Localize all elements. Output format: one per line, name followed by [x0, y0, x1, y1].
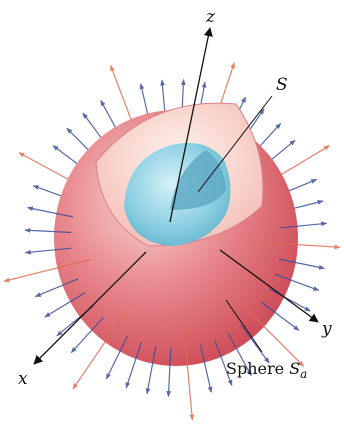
field-arrow-blue — [274, 273, 320, 291]
sphere-pointer — [225, 299, 263, 353]
y-axis-label: y — [321, 319, 332, 339]
field-arrow-blue — [260, 301, 300, 331]
sphere-label-prefix: Sphere — [226, 359, 289, 378]
field-arrow-blue — [145, 345, 157, 395]
field-arrow-blue — [227, 333, 252, 377]
field-arrow-blue — [240, 324, 270, 364]
field-arrow-blue — [199, 344, 213, 393]
y-axis — [219, 249, 319, 323]
sphere-label: Sphere Sa — [226, 359, 307, 381]
field-arrow-blue — [24, 247, 72, 255]
z-axis-label: z — [205, 7, 216, 27]
field-arrow-blue — [24, 227, 72, 234]
surface-s-label: S — [276, 75, 288, 95]
field-arrow-blue — [105, 335, 129, 380]
field-arrow-red — [183, 329, 195, 421]
field-arrow-blue — [26, 206, 74, 218]
field-arrow-red — [238, 301, 305, 367]
field-arrow-blue — [70, 317, 104, 354]
field-arrow-blue — [268, 288, 311, 312]
sphere-label-subscript: a — [300, 367, 307, 381]
field-arrow-red — [263, 242, 341, 250]
surface-s-pointer — [197, 95, 273, 193]
inner-surface-cut — [170, 150, 226, 210]
field-arrows-front — [3, 206, 341, 421]
field-arrow-blue — [34, 278, 79, 298]
field-arrow-blue — [214, 340, 233, 387]
field-arrow-blue — [125, 341, 142, 389]
field-arrow-red — [72, 312, 126, 390]
x-axis — [33, 251, 147, 365]
field-arrow-red — [3, 258, 91, 283]
field-arrow-blue — [44, 292, 86, 318]
x-axis-label: x — [18, 369, 28, 389]
field-arrow-blue — [166, 347, 172, 398]
field-arrow-blue — [278, 258, 326, 270]
sphere-label-symbol: S — [289, 359, 300, 378]
z-axis — [169, 27, 213, 223]
field-arrow-blue — [280, 221, 328, 229]
